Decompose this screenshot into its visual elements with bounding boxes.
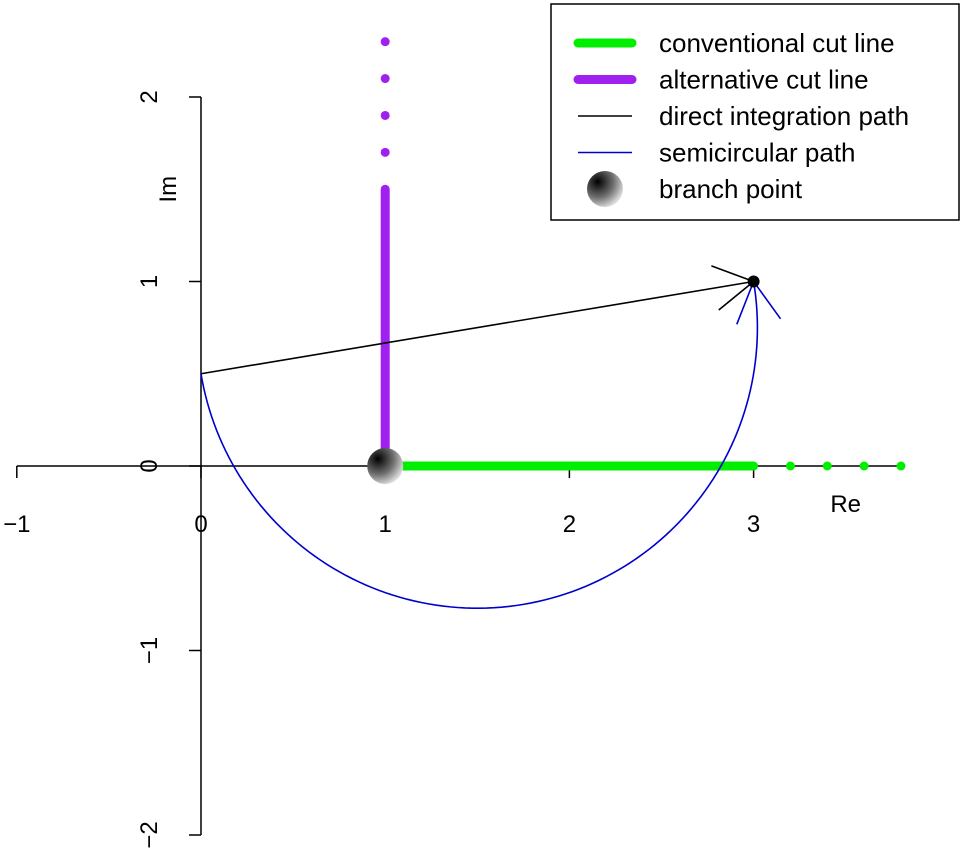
x-tick-label: 2 [563,511,576,538]
y-tick-label: 1 [136,275,163,288]
legend-label: branch point [659,174,803,204]
y-tick-label: 0 [136,459,163,472]
endpoint-point [747,275,760,288]
direct-integration-path [200,280,754,375]
alternative-cut-dot [380,147,390,157]
legend-label: conventional cut line [659,28,895,58]
semicircular-path [200,281,759,609]
conventional-cut-dot [859,461,869,471]
legend-label: alternative cut line [659,65,869,95]
y-axis-label: Im [155,176,182,203]
conventional-cut-dot [896,461,906,471]
y-tick-label: −2 [136,821,163,848]
y-tick-label: −1 [136,637,163,664]
x-tick-label: 3 [747,511,760,538]
alternative-cut-dot [380,74,390,84]
alternative-cut-dot [380,37,390,47]
legend-label: semicircular path [659,138,856,168]
x-axis-label: Re [830,491,861,518]
chart-marks [200,37,906,609]
x-tick-label: 1 [379,511,392,538]
branch-point [367,448,404,484]
legend: conventional cut line alternative cut lin… [550,3,960,221]
x-tick-label: 0 [194,511,207,538]
legend-label: direct integration path [659,101,909,131]
y-tick-label: 2 [136,90,163,103]
x-tick-label: −1 [3,511,30,538]
alternative-cut-dot [380,110,390,120]
conventional-cut-dot [785,461,795,471]
conventional-cut-dot [822,461,832,471]
legend-swatch [587,171,623,207]
semicircular-arrowhead [736,279,782,325]
